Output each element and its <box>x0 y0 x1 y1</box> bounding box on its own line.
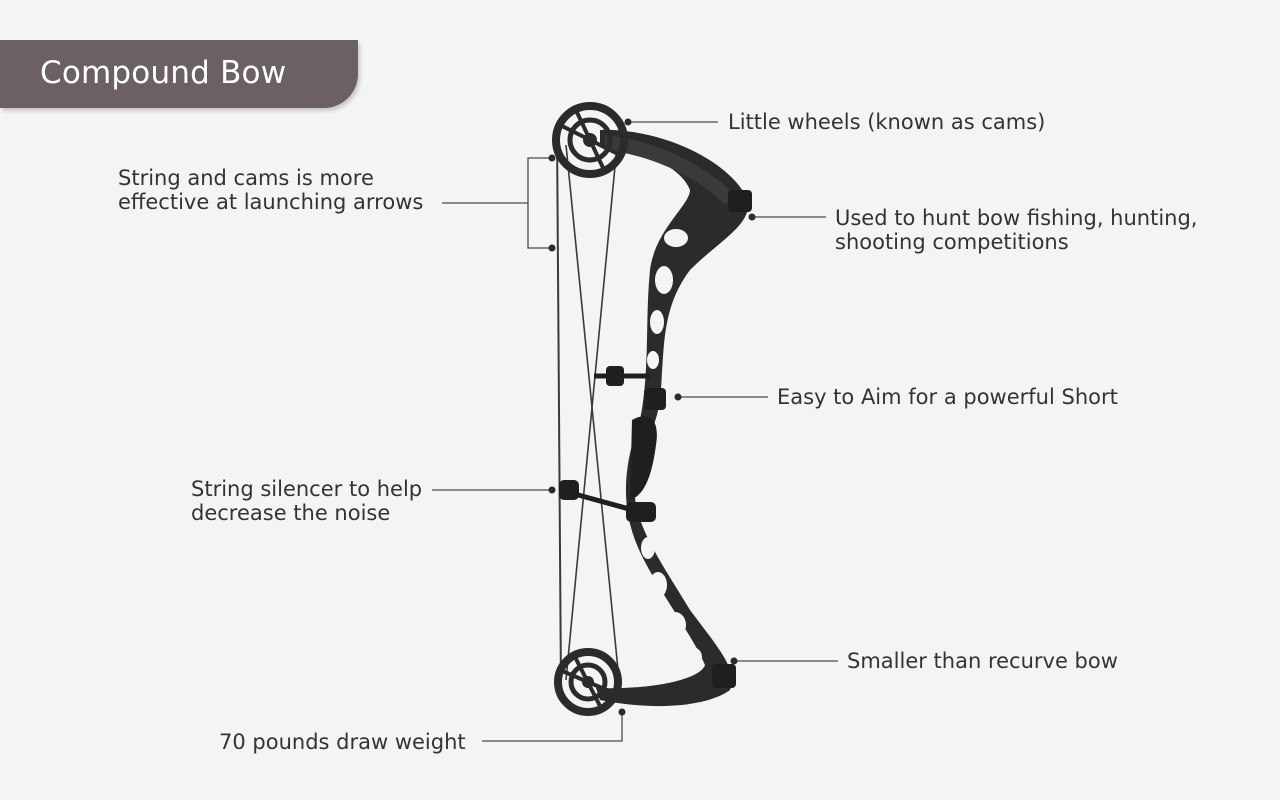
top-cam <box>552 102 628 178</box>
limb-top <box>605 135 735 205</box>
bottom-cam <box>554 648 622 716</box>
leader-lines <box>432 121 838 742</box>
label-smaller: Smaller than recurve bow <box>847 649 1118 673</box>
string-silencer <box>559 480 656 522</box>
label-silencer: String silencer to help decrease the noi… <box>191 477 423 525</box>
arrow-rest <box>594 366 666 410</box>
label-uses: Used to hunt bow fishing, hunting, shoot… <box>835 206 1198 254</box>
label-draw-weight: 70 pounds draw weight <box>219 730 466 754</box>
title-banner: Compound Bow <box>0 40 358 108</box>
page-title: Compound Bow <box>40 55 287 91</box>
label-cams: Little wheels (known as cams) <box>728 110 1046 134</box>
bow-strings <box>556 129 621 691</box>
leader-dots <box>548 118 756 716</box>
limb-bolts <box>712 190 752 688</box>
label-string-cams: String and cams is more effective at lau… <box>118 166 424 214</box>
bow-grip <box>630 416 657 500</box>
riser-cutouts <box>641 229 702 667</box>
label-aim: Easy to Aim for a powerful Short <box>777 385 1118 409</box>
